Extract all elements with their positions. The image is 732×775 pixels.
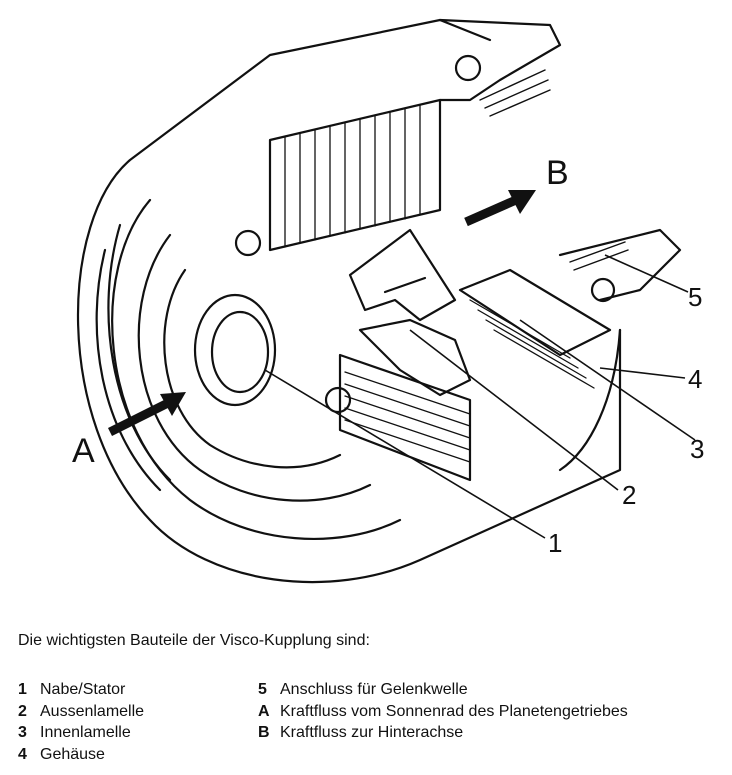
legend-text: Gehäuse [40, 745, 105, 763]
right-bearing-ball [590, 277, 616, 303]
legend-right-column: 5 Anschluss für Gelenkwelle A Kraftfluss v… [258, 679, 628, 744]
top-spline [479, 69, 551, 117]
right-disc-stack-hatching [469, 299, 595, 389]
top-bearing-ball [454, 54, 482, 82]
legend-key: A [258, 702, 270, 720]
legend-key: 1 [18, 681, 27, 698]
leader-line-5 [604, 254, 689, 293]
legend-item: 5 Anschluss für Gelenkwelle [258, 679, 628, 701]
housing-ring-groove-2 [107, 223, 172, 482]
output-shaft-spline [569, 241, 629, 271]
leader-line-2 [409, 329, 619, 491]
housing-front-ring-inner [163, 268, 342, 469]
lower-bearing-ball [324, 386, 352, 414]
callout-2: 2 [622, 480, 636, 510]
callout-3: 3 [690, 434, 704, 464]
inner-disc-stack-hatching [344, 371, 471, 463]
disc-slot [383, 276, 427, 294]
legend-item: 2 Aussenlamelle [18, 701, 144, 723]
arrow-b-output [464, 190, 536, 227]
legend-text: Kraftfluss vom Sonnenrad des Planetenget… [280, 702, 628, 720]
leader-line-1 [264, 369, 546, 539]
output-shaft [558, 228, 682, 302]
top-flange [438, 18, 562, 102]
callout-a: A [72, 432, 95, 470]
housing-right-end [558, 328, 622, 472]
callout-4: 4 [688, 364, 702, 394]
legend-text: Innenlamelle [40, 724, 131, 741]
housing-outer-shell [76, 18, 622, 584]
outer-disc-stack-frame [268, 98, 442, 252]
outer-disc-stack-hatching [284, 104, 421, 248]
legend-key: 5 [258, 681, 267, 698]
legend-item: 4 Gehäuse [18, 744, 144, 766]
rotating-disc-lower [358, 318, 472, 397]
legend-item: A Kraftfluss vom Sonnenrad des Planetenge… [258, 701, 628, 723]
callout-1: 1 [548, 528, 562, 558]
legend-item: B Kraftfluss zur Hinterachse [258, 722, 628, 744]
arrow-a-input [107, 392, 186, 437]
legend-key: 3 [18, 724, 27, 741]
legend-item: 1 Nabe/Stator [18, 679, 144, 701]
legend-left-column: 1 Nabe/Stator 2 Aussenlamelle 3 Innenlamell… [18, 679, 144, 765]
leader-line-3 [519, 319, 696, 441]
legend-key: 4 [18, 745, 27, 763]
inner-disc-stack-frame [338, 353, 472, 482]
hub-bore-inner [210, 310, 270, 394]
legend-text: Nabe/Stator [40, 681, 126, 698]
legend-key: B [258, 724, 270, 741]
hub-bore [193, 293, 277, 407]
legend-key: 2 [18, 702, 27, 720]
legend-caption: Die wichtigsten Bauteile der Visco-Kuppl… [18, 632, 370, 649]
callout-5: 5 [688, 282, 702, 312]
housing-ring-groove [95, 248, 162, 492]
callout-b: B [546, 154, 569, 192]
visco-coupling-cutaway-diagram: A B 1 2 3 4 5 [72, 18, 704, 584]
leader-line-4 [599, 367, 686, 379]
left-bearing-ball [234, 229, 262, 257]
legend-text: Kraftfluss zur Hinterachse [280, 724, 464, 741]
rotating-disc-upper [348, 228, 457, 322]
housing-front-ring-middle [137, 233, 372, 502]
legend-item: 3 Innenlamelle [18, 722, 144, 744]
housing-front-ring-outer [111, 198, 402, 540]
legend-text: Anschluss für Gelenkwelle [280, 681, 468, 698]
legend-text: Aussenlamelle [40, 702, 145, 720]
